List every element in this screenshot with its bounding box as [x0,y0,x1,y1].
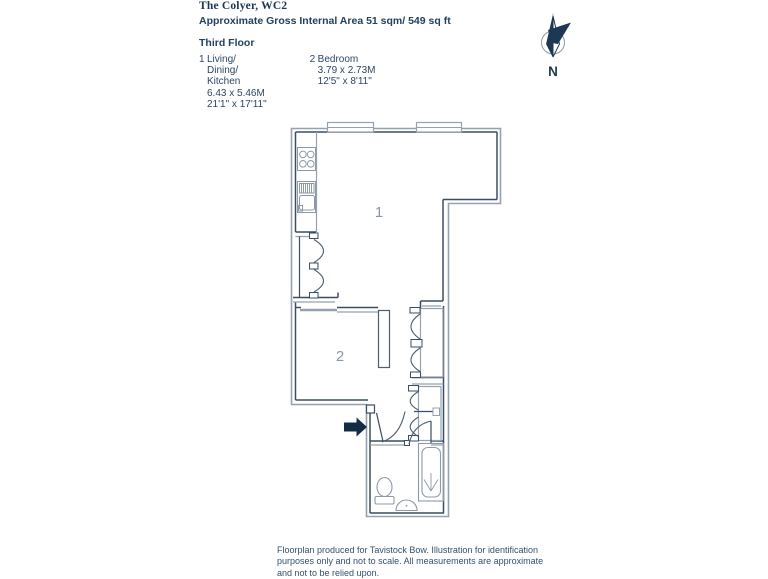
room-name-line: Kitchen [207,76,241,88]
room-name-line: Dining/ [207,65,239,77]
room-legend-living: 1 Living/ Dining/ Kitchen 6.43 x 5.46M 2… [199,54,267,110]
bathtub-icon [417,442,445,502]
room-number: 1 [199,54,205,65]
hob-icon [297,147,316,171]
room-legend-bedroom: 2 Bedroom 3.79 x 2.73M 12'5" x 8'11" [310,54,376,110]
plan-room-label-2: 2 [336,348,344,365]
inner-walls [294,131,498,514]
floor-name: Third Floor [199,37,255,49]
sink-icon [395,499,418,512]
window-icon [326,121,375,133]
wardrobe-left-icon [293,231,339,299]
room-legend: 1 Living/ Dining/ Kitchen 6.43 x 5.46M 2… [199,54,375,110]
oven-icon [297,181,316,213]
bathroom-door-icon [404,420,432,446]
disclaimer-text: Floorplan produced for Tavistock Bow. Il… [277,545,544,578]
bedroom-partition [377,309,391,369]
closet-lower-icon [408,385,442,442]
outer-wall-outline [290,127,502,518]
entrance-door-icon [375,411,406,443]
window-icon [415,121,463,133]
room-dim-metric: 3.79 x 2.73M [317,65,376,77]
gross-internal-area: Approximate Gross Internal Area 51 sqm/ … [199,15,451,27]
compass-north-label: N [548,64,558,79]
room-number: 2 [309,54,316,65]
page-title: The Colyer, WC2 [199,0,288,12]
entrance-arrow-icon [344,417,367,437]
room-dim-imperial: 12'5" x 8'11" [317,76,372,88]
plan-room-label-1: 1 [375,204,383,221]
room-name-line: Living/ [207,54,236,65]
entrance-jamb [365,404,376,414]
compass-icon: N [541,13,571,79]
toilet-icon [374,476,395,505]
room-dim-imperial: 21'1" x 17'11" [207,98,267,110]
closet-upper-icon [409,307,444,378]
room-name-line: Bedroom [317,54,359,65]
room-dim-metric: 6.43 x 5.46M [207,87,265,99]
